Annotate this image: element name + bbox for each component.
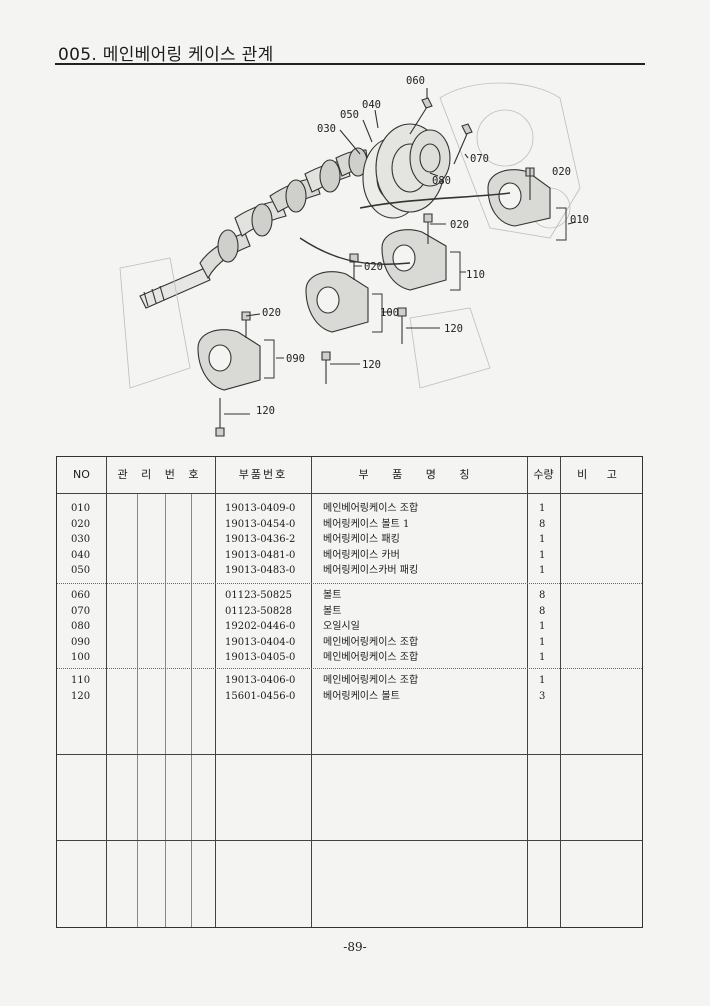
qty-column-group-3: 1 3: [539, 673, 545, 704]
table-row-name: 볼트: [323, 605, 342, 617]
bolts: [215, 97, 535, 437]
no-column-group-2: 060 070 080 090 100: [71, 588, 90, 666]
header-remarks: 비 고: [577, 468, 625, 481]
qty-column-group-2: 8 8 1 1 1: [539, 588, 545, 666]
header-qty: 수량: [533, 468, 554, 481]
part-no-column-group-1: 19013-0409-0 19013-0454-0 19013-0436-2 1…: [225, 501, 295, 579]
table-row-no: 030: [71, 534, 91, 546]
table-row-qty: 1: [539, 549, 546, 561]
table-row-part-no: 19013-0454-0: [225, 518, 296, 530]
table-row-part-no: 19013-0481-0: [225, 549, 296, 561]
table-row-name: 베어링케이스 패킹: [323, 534, 400, 546]
table-row-part-no: 19013-0404-0: [225, 636, 296, 648]
table-row-name: 베어링케이스 카버: [323, 549, 400, 561]
table-row-no: 040: [71, 549, 91, 561]
page-title: 005. 메인베어링 케이스 관계: [58, 45, 274, 65]
callout-020: 020: [450, 219, 469, 231]
exploded-parts-diagram: 060 040 050 030 070 080 020 010 020 020 …: [119, 75, 589, 437]
table-row-no: 020: [71, 518, 91, 530]
table-row-name: 베어링케이스 볼트: [323, 690, 400, 702]
callout-120: 120: [362, 359, 381, 371]
header-part-name: 부 품 명 칭: [358, 468, 480, 481]
table-row-name: 메인베어링케이스 조합: [323, 636, 419, 648]
table-row-no: 080: [71, 621, 91, 633]
table-row-qty: 8: [539, 518, 546, 530]
part-no-column-group-2: 01123-50825 01123-50828 19202-0446-0 190…: [225, 588, 295, 666]
callout-040: 040: [362, 99, 381, 111]
callout-020: 020: [262, 307, 281, 319]
header-management-no: 관 리 번 호: [117, 468, 204, 481]
table-row-part-no: 19013-0406-0: [225, 675, 296, 686]
table-row-no: 110: [71, 675, 91, 686]
table-row-qty: 3: [539, 690, 546, 702]
callout-100: 100: [380, 307, 399, 319]
table-row-no: 070: [71, 605, 91, 617]
table-row-qty: 1: [539, 636, 546, 648]
qty-column-group-1: 1 8 1 1 1: [539, 501, 545, 579]
table-row-qty: 1: [539, 652, 546, 664]
table-row-no: 060: [71, 590, 91, 601]
part-no-column-group-3: 19013-0406-0 15601-0456-0: [225, 673, 295, 704]
callout-020: 020: [552, 166, 571, 178]
callout-120: 120: [256, 405, 275, 417]
crankshaft-drawing: [139, 147, 369, 309]
name-column-group-2: 볼트 볼트 오일시일 메인베어링케이스 조합 메인베어링케이스 조합: [323, 588, 418, 666]
header-part-no: 부품번호: [238, 468, 288, 481]
bearing-case-110: [381, 229, 447, 291]
table-row-qty: 1: [539, 565, 546, 577]
table-row-part-no: 01123-50828: [225, 605, 293, 617]
parts-table: NO 관 리 번 호 부품번호 부 품 명 칭 수량 비 고 010 020 0…: [56, 456, 643, 928]
table-row-name: 오일시일: [323, 621, 360, 633]
table-row-name: 메인베어링케이스 조합: [323, 503, 419, 514]
table-row-no: 010: [71, 503, 91, 514]
table-row-no: 100: [71, 652, 91, 664]
page-number: -89-: [343, 940, 367, 954]
callout-110: 110: [466, 269, 485, 281]
callout-120: 120: [444, 323, 463, 335]
callout-070: 070: [470, 153, 489, 165]
table-row-name: 베어링케이스카버 패킹: [323, 565, 419, 577]
table-row-part-no: 15601-0456-0: [225, 690, 296, 702]
table-row-name: 메인베어링케이스 조합: [323, 652, 419, 664]
table-row-name: 베어링케이스 볼트 1: [323, 518, 410, 530]
table-row-qty: 8: [539, 605, 546, 617]
no-column-group-3: 110 120: [71, 673, 90, 704]
callout-090: 090: [286, 353, 305, 365]
table-row-name: 메인베어링케이스 조합: [323, 675, 419, 686]
case-cover-assembly: [362, 123, 451, 219]
table-row-name: 볼트: [323, 590, 342, 601]
table-row-part-no: 19013-0436-2: [225, 534, 296, 546]
callout-020: 020: [364, 261, 383, 273]
table-row-part-no: 19013-0409-0: [225, 503, 296, 514]
callout-030: 030: [317, 123, 336, 135]
table-row-qty: 1: [539, 675, 546, 686]
table-row-qty: 8: [539, 590, 546, 601]
table-row-no: 050: [71, 565, 91, 577]
table-row-part-no: 01123-50825: [225, 590, 293, 601]
table-row-qty: 1: [539, 621, 546, 633]
table-row-qty: 1: [539, 503, 546, 514]
name-column-group-1: 메인베어링케이스 조합 베어링케이스 볼트 1 베어링케이스 패킹 베어링케이스…: [323, 501, 418, 579]
callout-labels: 060 040 050 030 070 080 020 010 020 020 …: [256, 75, 589, 417]
callout-080: 080: [432, 175, 451, 187]
table-row-no: 120: [71, 690, 91, 702]
table-row-part-no: 19202-0446-0: [225, 621, 296, 633]
bearing-case-100: [305, 271, 369, 333]
bearing-case-090: [197, 329, 261, 391]
callout-050: 050: [340, 109, 359, 121]
title-rule: [55, 63, 645, 65]
callout-060: 060: [406, 75, 425, 87]
table-row-no: 090: [71, 636, 91, 648]
table-row-part-no: 19013-0405-0: [225, 652, 296, 664]
table-row-qty: 1: [539, 534, 546, 546]
name-column-group-3: 메인베어링케이스 조합 베어링케이스 볼트: [323, 673, 418, 704]
callout-010: 010: [570, 214, 589, 226]
header-no: NO: [73, 468, 90, 481]
table-row-part-no: 19013-0483-0: [225, 565, 296, 577]
no-column-group-1: 010 020 030 040 050: [71, 501, 90, 579]
bearing-case-010: [487, 169, 551, 227]
